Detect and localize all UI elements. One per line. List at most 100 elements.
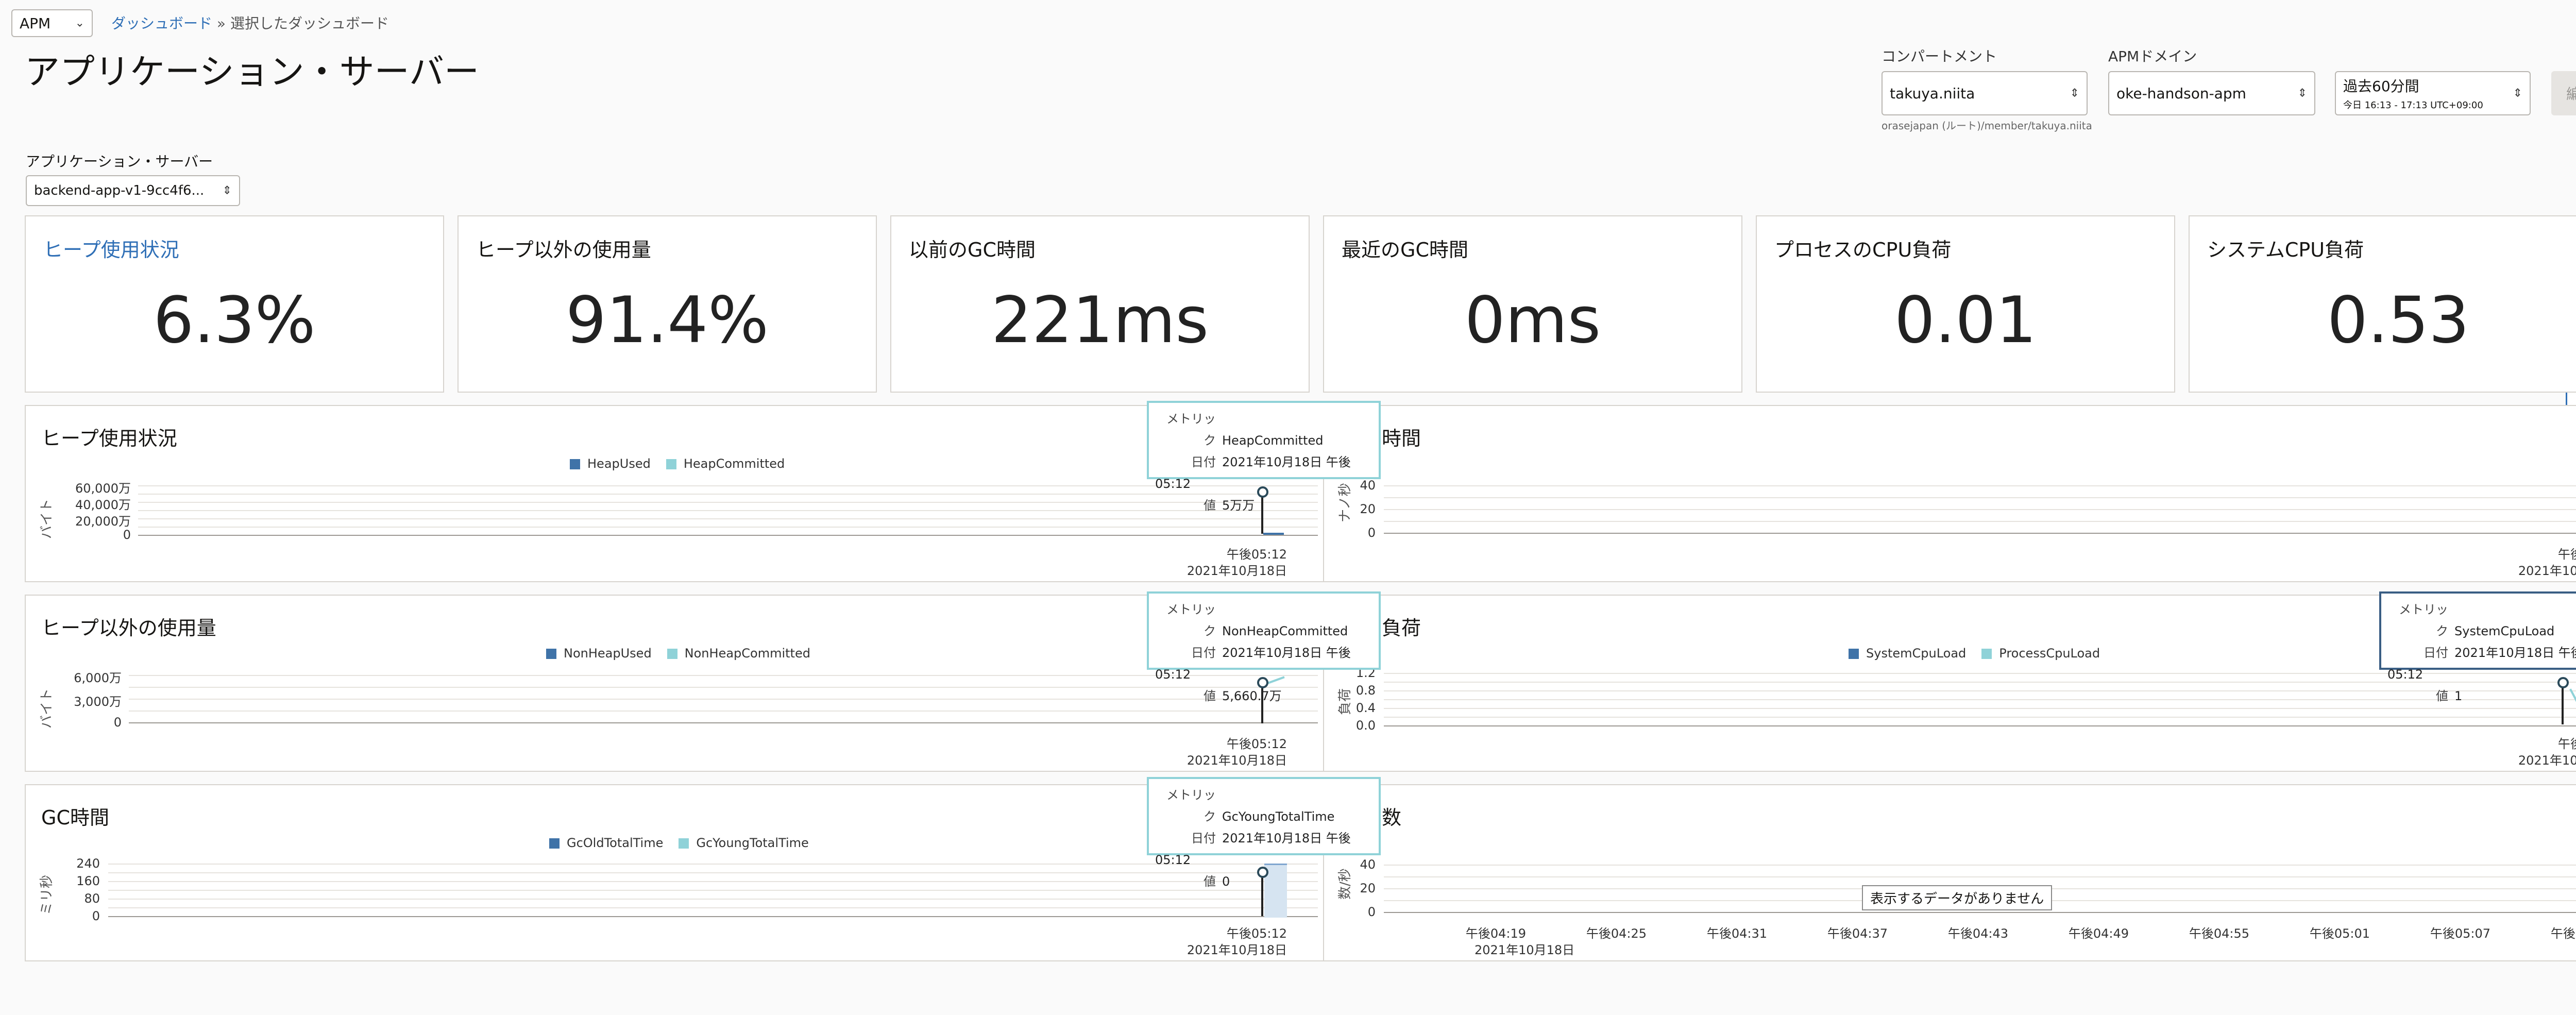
y-tick: 0 [92, 909, 100, 923]
app-select[interactable]: APM ⌄ [11, 9, 93, 37]
chart-panel-gc: GC時間 GcOldTotalTime GcYoungTotalTime ミリ秒… [25, 784, 1326, 961]
legend-item[interactable]: ProcessCpuLoad [1981, 646, 2100, 661]
x-tick: 午後05:01 [2309, 926, 2370, 941]
y-tick: 20,000万 [75, 514, 131, 529]
kpi-title: システムCPU負荷 [2207, 239, 2364, 261]
chart-title: ヒープ以外の使用量 [41, 617, 216, 639]
y-tick: 0 [1367, 526, 1376, 540]
y-tick: 3,000万 [74, 695, 122, 709]
kpi-value: 0ms [1464, 283, 1601, 358]
x-tick-date: 2021年10月18日 [1475, 943, 1575, 957]
chart-title: 数 [1382, 806, 1402, 829]
crosshair-line [1261, 873, 1263, 916]
chart-legend: NonHeapUsed NonHeapCommitted [546, 646, 810, 661]
chart-legend: HeapUsed HeapCommitted [570, 456, 785, 471]
compartment-select[interactable]: takuya.niita ⇕ [1882, 71, 2088, 115]
server-select[interactable]: backend-app-v1-9cc4f6... ⇕ [26, 175, 240, 206]
chart-title: 負荷 [1382, 617, 1421, 639]
x-tick: 午後04:55 [2189, 926, 2249, 941]
breadcrumb-separator: » [216, 15, 226, 32]
y-tick: 0 [113, 715, 122, 730]
edit-button[interactable]: 編集 [2551, 71, 2576, 115]
kpi-title: プロセスのCPU負荷 [1774, 239, 1952, 261]
chevron-updown-icon: ⇕ [2070, 87, 2079, 100]
legend-item[interactable]: NonHeapCommitted [667, 646, 810, 661]
data-point-marker[interactable] [2557, 677, 2569, 688]
y-tick: 160 [76, 874, 100, 888]
no-data-message: 表示するデータがありません [1862, 885, 2053, 910]
y-tick: 20 [1360, 502, 1376, 516]
legend-item[interactable]: GcYoungTotalTime [679, 836, 809, 850]
apm-domain-label: APMドメイン [2108, 48, 2197, 65]
kpi-card-heap: ヒープ使用状況 6.3% [25, 215, 444, 393]
crosshair-line [2562, 683, 2564, 724]
app-select-value: APM [20, 14, 51, 32]
server-select-value: backend-app-v1-9cc4f6... [34, 183, 205, 198]
page-title: アプリケーション・サーバー [25, 52, 479, 93]
apm-domain-value: oke-handson-apm [2116, 84, 2246, 102]
time-range-value: 過去60分間 [2343, 78, 2419, 95]
kpi-title: ヒープ以外の使用量 [476, 239, 651, 261]
compartment-label: コンパートメント [1882, 48, 1997, 65]
legend-item[interactable]: GcOldTotalTime [549, 836, 663, 850]
chart-panel-count: 数 数/秒 40 20 0 表示するデータがありません 午後04:19 午後04… [1323, 784, 2576, 961]
x-tick: 午後04:49 [2068, 926, 2129, 941]
legend-item[interactable]: HeapCommitted [666, 456, 785, 471]
chevron-updown-icon: ⇕ [222, 184, 232, 197]
y-tick: 240 [76, 856, 100, 871]
kpi-value: 221ms [991, 283, 1209, 358]
kpi-card-nonheap: ヒープ以外の使用量 91.4% [457, 215, 877, 393]
legend-item[interactable]: HeapUsed [570, 456, 651, 471]
y-tick: 0.0 [1355, 718, 1376, 733]
data-point-marker[interactable] [1257, 486, 1268, 498]
y-tick: 20 [1360, 881, 1376, 895]
y-tick: 80 [84, 891, 100, 906]
kpi-value: 0.01 [1894, 283, 2037, 358]
time-range-detail: 今日 16:13 - 17:13 UTC+09:00 [2343, 100, 2483, 111]
y-tick: 40 [1360, 857, 1376, 872]
crosshair-line [1261, 683, 1263, 723]
legend-item[interactable]: SystemCpuLoad [1849, 646, 1966, 661]
kpi-card-process-cpu: プロセスのCPU負荷 0.01 [1756, 215, 2175, 393]
kpi-title: 以前のGC時間 [909, 239, 1036, 261]
apm-domain-select[interactable]: oke-handson-apm ⇕ [2108, 71, 2315, 115]
chevron-updown-icon: ⇕ [2297, 87, 2307, 100]
compartment-value: takuya.niita [1890, 84, 1975, 102]
y-tick: 60,000万 [75, 481, 131, 496]
breadcrumb-link[interactable]: ダッシュボード [111, 15, 213, 32]
crosshair-line [1261, 493, 1263, 534]
chart-panel-cpu: 負荷 SystemCpuLoad ProcessCpuLoad 負荷 1.2 0… [1323, 595, 2576, 772]
kpi-value: 91.4% [566, 283, 769, 358]
compartment-path: orasejapan (ルート)/member/takuya.niita [1882, 120, 2092, 132]
x-tick: 午後04:25 [1586, 926, 1647, 941]
data-point-marker[interactable] [1257, 867, 1268, 878]
y-tick: 0.4 [1355, 701, 1376, 715]
x-tick: 午後04:37 [1827, 926, 1888, 941]
kpi-title: 最近のGC時間 [1342, 239, 1468, 261]
x-tick: 午後04:19 [1465, 926, 1526, 941]
kpi-card-prev-gc: 以前のGC時間 221ms [890, 215, 1310, 393]
legend-item[interactable]: NonHeapUsed [546, 646, 652, 661]
y-tick: 0 [1367, 905, 1376, 919]
kpi-card-recent-gc: 最近のGC時間 0ms [1323, 215, 1742, 393]
data-point-marker[interactable] [1257, 677, 1268, 688]
y-tick: 0.8 [1355, 683, 1376, 698]
chart-title: ヒープ使用状況 [41, 427, 177, 450]
y-tick: 40 [1360, 478, 1376, 493]
kpi-title[interactable]: ヒープ使用状況 [43, 239, 179, 261]
chart-title: GC時間 [41, 806, 109, 829]
time-range-select[interactable]: 過去60分間 今日 16:13 - 17:13 UTC+09:00 ⇕ [2335, 71, 2531, 115]
chart-legend: GcOldTotalTime GcYoungTotalTime [549, 836, 809, 850]
chevron-down-icon: ⌄ [75, 16, 84, 30]
x-tick: 午後04:43 [1947, 926, 2008, 941]
series-line [1263, 533, 1284, 535]
chart-title: 時間 [1382, 427, 1421, 450]
kpi-value: 0.53 [2327, 283, 2470, 358]
